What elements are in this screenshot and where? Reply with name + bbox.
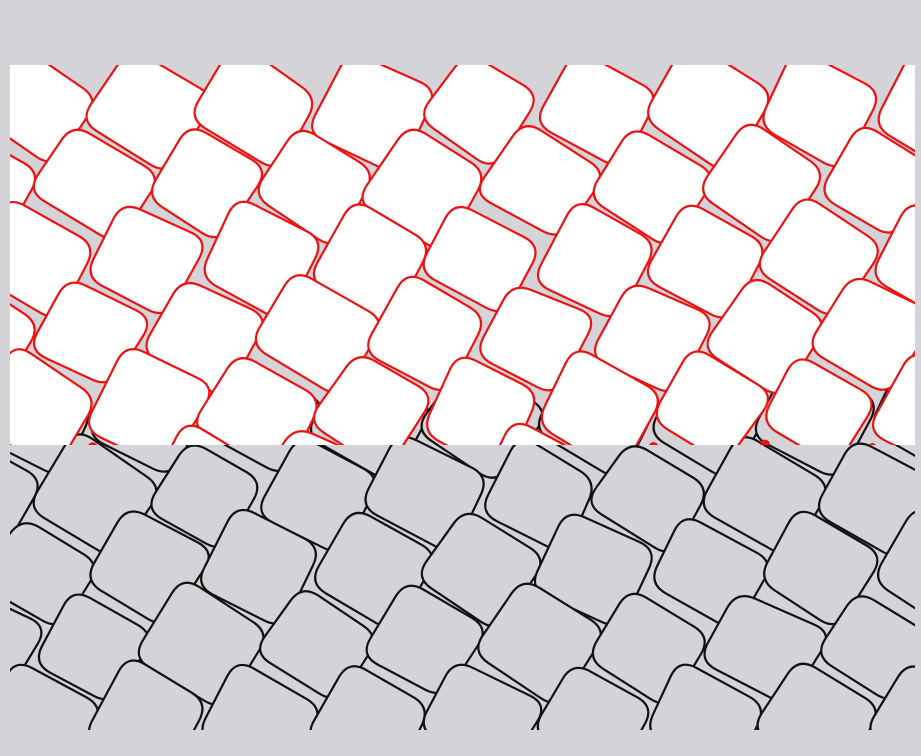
tessellation-illustration <box>0 0 921 756</box>
figure <box>0 0 921 756</box>
